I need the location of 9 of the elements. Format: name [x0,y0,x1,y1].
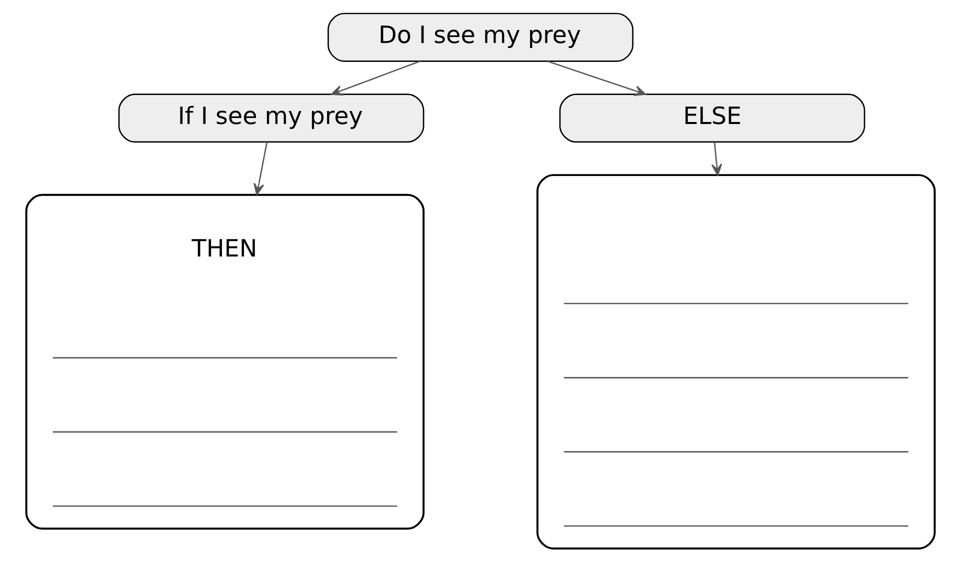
arrow [254,142,268,196]
node-box: ELSE [559,94,866,143]
node-box: If I see my prey [118,94,424,143]
node-box: Do I see my prey [328,12,634,62]
arrow [331,60,420,96]
node-box [536,174,936,550]
arrow [547,60,646,96]
node-box: THEN [25,194,425,530]
arrow [711,142,722,176]
